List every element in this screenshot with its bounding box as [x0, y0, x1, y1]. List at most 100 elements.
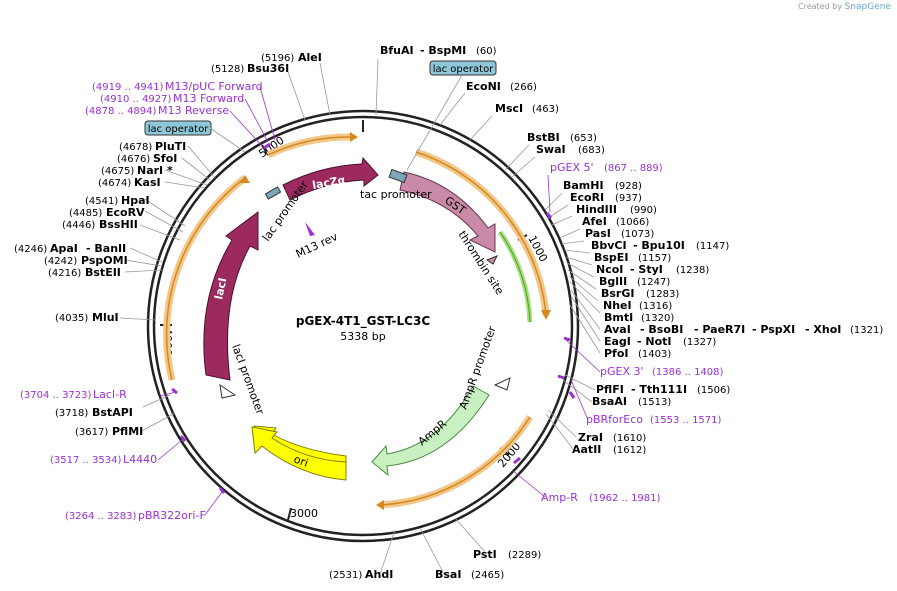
lacI-promoter-arrow — [219, 383, 237, 399]
site-BamHI-pos: (928) — [615, 181, 642, 192]
site-BmtI: BmtI — [604, 311, 633, 324]
site-HindIII-pos: (990) — [630, 205, 657, 216]
site-PspOMI: PspOMI — [81, 254, 128, 267]
site-HindIII: HindIII — [576, 203, 617, 216]
backbone-inner — [152, 115, 574, 537]
primer-marks — [171, 142, 576, 494]
site-BsaI-pos: (2465) — [471, 570, 504, 581]
site-BstEII: BstEII — [85, 266, 121, 279]
thrombin-marker — [485, 255, 499, 265]
site-MscI-pos: (463) — [532, 104, 559, 115]
primer-pGEX5: pGEX 5' — [550, 161, 594, 174]
site-BsaAI: BsaAI — [592, 395, 627, 408]
site-BstAPI-pos: (3718) — [55, 408, 88, 419]
primer-pBR322ori-pos: (3264 .. 3283) — [65, 511, 137, 522]
site-PfoI-pos: (1403) — [638, 349, 671, 360]
site-PasI-pos: (1073) — [621, 229, 654, 240]
ori-label: ori — [292, 453, 310, 470]
site-ApaI-pos: (4246) — [14, 244, 47, 255]
lacop-box — [264, 186, 282, 200]
site-AatII: AatII — [572, 443, 601, 456]
AmpR-promoter-arrow — [493, 377, 511, 391]
site-BstBI-pos: (653) — [570, 133, 597, 144]
site-PflFI: PflFI — [596, 383, 624, 396]
primer-LacIR-pos: (3704 .. 3723) — [20, 390, 92, 401]
site-EcoRI-pos: (937) — [615, 193, 642, 204]
site-ZraI: ZraI — [578, 431, 603, 444]
site-BglII: BglII — [599, 275, 627, 288]
site-Bsu36I: Bsu36I — [247, 62, 289, 75]
site-BsaAI-pos: (1513) — [638, 397, 671, 408]
site-Tth111I: - Tth111I — [631, 383, 687, 396]
site-SfoI-pos: (4676) — [117, 154, 150, 165]
plasmid-name: pGEX-4T1_GST-LC3C — [296, 314, 430, 329]
primer-L4440: L4440 — [123, 453, 157, 466]
snapgene-credit: Created by SnapGene — [798, 2, 891, 12]
lacI-label: lacI — [212, 277, 229, 301]
site-BstBI: BstBI — [527, 131, 560, 144]
site-AleI: AleI — [298, 51, 322, 64]
site-BanII: - BanII — [86, 242, 126, 255]
site-NheI-pos: (1316) — [639, 301, 672, 312]
snapgene-logo: SnapGene — [844, 2, 891, 12]
site-XhoI-pos: (1321) — [850, 325, 883, 336]
site-BspEI: BspEI — [594, 251, 628, 264]
site-NarI-pos: (4675) — [101, 166, 134, 177]
site-BmtI-pos: (1320) — [641, 313, 674, 324]
site-StyI-pos: (1238) — [676, 265, 709, 276]
primer-pBRforEco-pos: (1553 .. 1571) — [650, 415, 722, 426]
site-Bsu36I-pos: (5128) — [211, 64, 244, 75]
lac-operator-left-label: lac operator — [148, 124, 209, 135]
primer-pGEX5-pos: (867 .. 889) — [604, 163, 663, 174]
M13rev-primer-arrow — [305, 222, 315, 236]
site-NotI: - NotI — [637, 335, 672, 348]
site-BsaI: BsaI — [435, 568, 461, 581]
primer-M13R: M13 Reverse — [158, 104, 229, 117]
site-NarI: NarI * — [137, 164, 173, 177]
site-BamHI: BamHI — [563, 179, 604, 192]
AmpR-feature — [371, 385, 490, 477]
site-PaeR7I: - PaeR7I — [694, 323, 745, 336]
site-AleI-pos: (5196) — [261, 53, 294, 64]
lac-operator-top-label: lac operator — [433, 64, 494, 75]
primer-pBR322ori: pBR322ori-F — [138, 509, 206, 522]
lac-operator-top-box — [429, 60, 497, 76]
site-Tth111I-pos: (1506) — [697, 385, 730, 396]
site-PstI-pos: (2289) — [508, 550, 541, 561]
site-ApaI: ApaI — [50, 242, 78, 255]
lacI-promoter-label: lacI promoter — [229, 343, 267, 417]
site-NheI: NheI — [603, 299, 632, 312]
site-HpaI: HpaI — [121, 194, 150, 207]
tac-promoter-label: tac promoter — [360, 188, 432, 201]
primer-M13F: M13 Forward — [173, 92, 244, 105]
site-BssHII-pos: (4446) — [62, 220, 95, 231]
site-MluI-pos: (4035) — [55, 313, 88, 324]
site-SwaI: SwaI — [536, 143, 566, 156]
site-KasI-pos: (4674) — [98, 178, 131, 189]
site-PstI: PstI — [473, 548, 497, 561]
site-EcoNI-pos: (266) — [510, 82, 537, 93]
site-SwaI-pos: (683) — [578, 145, 605, 156]
backbone-outer — [146, 109, 580, 543]
site-BfuAI: BfuAI — [380, 44, 414, 57]
site-PasI: PasI — [585, 227, 611, 240]
primer-M13pUC-pos: (4919 .. 4941) — [92, 82, 164, 93]
tick-3000: 3000 — [290, 507, 318, 520]
primer-lines — [157, 86, 601, 516]
site-EcoNI: EcoNI — [466, 80, 501, 93]
site-PflMI-pos: (3617) — [75, 427, 108, 438]
primer-pGEX3-pos: (1386 .. 1408) — [652, 367, 724, 378]
site-BspMI: - BspMI — [420, 44, 466, 57]
primer-M13F-pos: (4910 .. 4927) — [100, 94, 172, 105]
site-NotI-pos: (1327) — [683, 337, 716, 348]
site-MscI: MscI — [495, 102, 523, 115]
primer-M13pUC: M13/pUC Forward — [165, 80, 263, 93]
primer-L4440-pos: (3517 .. 3534) — [50, 455, 122, 466]
site-PluTI-pos: (4678) — [119, 142, 152, 153]
lacZa-label: lacZα — [311, 173, 346, 192]
site-StyI: - StyI — [630, 263, 663, 276]
site-ZraI-pos: (1610) — [613, 433, 646, 444]
site-MluI: MluI — [92, 311, 119, 324]
site-EcoRV-pos: (4485) — [69, 208, 102, 219]
